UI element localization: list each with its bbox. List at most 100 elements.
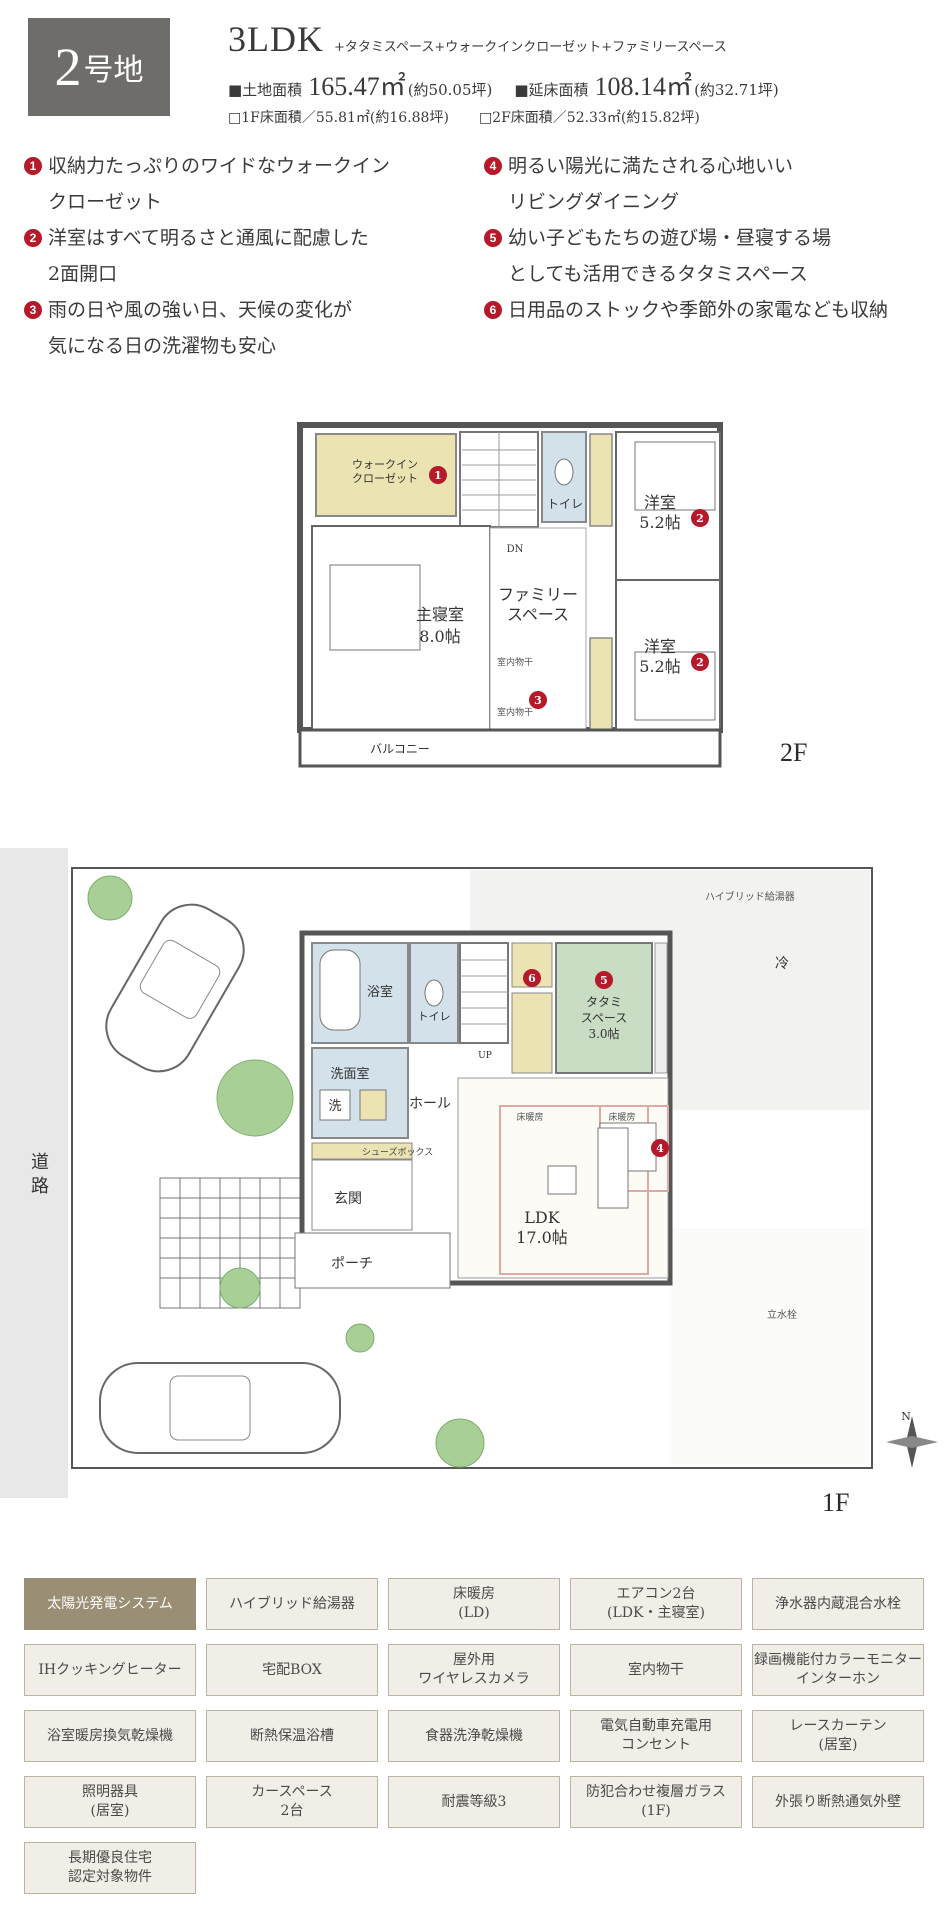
svg-text:トイレ: トイレ (418, 1010, 451, 1023)
equipment-item: ハイブリッド給湯器 (206, 1578, 378, 1630)
equipment-item: 浴室暖房換気乾燥機 (24, 1710, 196, 1762)
feature-text: 明るい陽光に満たされる心地いい (508, 155, 794, 177)
floor-label-1f: 1F (822, 1488, 850, 1517)
svg-text:ウォークイン: ウォークイン (352, 458, 418, 471)
floor-plan-2f: ウォークイン クローゼット 1 主寝室 8.0帖 トイレ DN ファミリー スペ… (290, 420, 830, 780)
lot-suffix: 号地 (83, 53, 144, 88)
feature-text-cont: としても活用できるタタミスペース (508, 263, 808, 285)
svg-text:バルコニー: バルコニー (370, 742, 430, 756)
feature-text-cont: リビングダイニング (508, 191, 680, 213)
feature-number-badge: 2 (24, 229, 42, 247)
svg-text:シューズボックス: シューズボックス (362, 1146, 433, 1158)
svg-text:洗: 洗 (328, 1099, 341, 1114)
svg-text:5: 5 (600, 974, 608, 987)
svg-text:N: N (901, 1410, 911, 1423)
floor-plan-1f: 道 路 (0, 848, 950, 1528)
svg-text:2: 2 (696, 656, 704, 669)
master-label: 主寝室 (416, 605, 464, 624)
feature-text-cont: 2面開口 (48, 263, 118, 285)
svg-text:UP: UP (478, 1051, 492, 1061)
plan-summary: 3LDK +タタミスペース+ウォークインクローゼット+ファミリースペース ■土地… (228, 18, 928, 127)
svg-text:室内物干: 室内物干 (497, 706, 533, 718)
equipment-item: 電気自動車充電用 コンセント (570, 1710, 742, 1762)
svg-text:LDK: LDK (524, 1208, 560, 1227)
feature-item: 5 幼い子どもたちの遊び場・昼寝する場としても活用できるタタミスペース (484, 220, 831, 292)
road (0, 848, 68, 1498)
feature-number-badge: 1 (24, 157, 42, 175)
feature-text: 雨の日や風の強い日、天候の変化が (48, 299, 353, 321)
svg-text:トイレ: トイレ (547, 497, 583, 511)
feature-item: 6 日用品のストックや季節外の家電なども収納 (484, 292, 888, 328)
feature-number-badge: 5 (484, 229, 502, 247)
svg-text:スペース: スペース (581, 1011, 628, 1025)
equipment-item: 宅配BOX (206, 1644, 378, 1696)
svg-text:3.0帖: 3.0帖 (588, 1026, 619, 1041)
equipment-item: 室内物干 (570, 1644, 742, 1696)
floor-plan-1f-drawing: 道 路 (0, 848, 938, 1498)
plan-extras: +タタミスペース+ウォークインクローゼット+ファミリースペース (334, 40, 727, 55)
equipment-item: カースペース 2台 (206, 1776, 378, 1828)
car-2 (99, 1362, 341, 1454)
svg-text:床暖房: 床暖房 (516, 1111, 543, 1123)
svg-text:4: 4 (656, 1142, 664, 1155)
svg-text:洗面室: 洗面室 (330, 1066, 369, 1082)
svg-text:スペース: スペース (507, 605, 569, 624)
svg-text:冷: 冷 (775, 956, 789, 972)
svg-text:3: 3 (534, 694, 542, 707)
svg-text:1: 1 (434, 469, 442, 482)
feature-text: 収納力たっぷりのワイドなウォークイン (48, 155, 391, 177)
lot-number-badge: 2 号地 (28, 18, 170, 116)
equipment-item: 防犯合わせ複層ガラス (1F) (570, 1776, 742, 1828)
svg-text:洋室: 洋室 (644, 493, 676, 512)
equipment-item: 外張り断熱通気外壁 (752, 1776, 924, 1828)
floor2-area: □2F床面積／52.33㎡(約15.82坪) (478, 110, 700, 126)
svg-text:立水栓: 立水栓 (767, 1308, 797, 1321)
floor-label-2f: 2F (780, 738, 808, 767)
svg-text:ハイブリッド給湯器: ハイブリッド給湯器 (705, 890, 795, 903)
lot-number: 2 (54, 37, 82, 97)
svg-text:浴室: 浴室 (367, 984, 393, 1000)
equipment-item: 食器洗浄乾燥機 (388, 1710, 560, 1762)
svg-text:ポーチ: ポーチ (331, 1256, 373, 1272)
equipment-item: 浄水器内蔵混合水栓 (752, 1578, 924, 1630)
equipment-item: 長期優良住宅 認定対象物件 (24, 1842, 196, 1894)
svg-text:ホール: ホール (409, 1096, 451, 1112)
feature-text: 幼い子どもたちの遊び場・昼寝する場 (508, 227, 832, 249)
feature-number-badge: 3 (24, 301, 42, 319)
svg-text:室内物干: 室内物干 (497, 656, 533, 668)
balcony (298, 728, 722, 768)
equipment-item: 照明器具 (居室) (24, 1776, 196, 1828)
equipment-item: 床暖房 (LD) (388, 1578, 560, 1630)
floor1-area: □1F床面積／55.81㎡(約16.88坪) (228, 110, 449, 126)
equipment-item: 太陽光発電システム (24, 1578, 196, 1630)
svg-text:5.2帖: 5.2帖 (639, 513, 680, 532)
svg-text:DN: DN (507, 544, 524, 555)
svg-text:ファミリー: ファミリー (498, 585, 578, 604)
north-compass-icon (886, 1416, 938, 1468)
equipment-item: レースカーテン (居室) (752, 1710, 924, 1762)
svg-text:クローゼット: クローゼット (352, 472, 418, 485)
svg-text:5.2帖: 5.2帖 (639, 657, 680, 676)
toilet-1f (409, 942, 459, 1044)
svg-text:床暖房: 床暖房 (608, 1111, 635, 1123)
equipment-item: 録画機能付カラーモニター インターホン (752, 1644, 924, 1696)
equipment-item: IHクッキングヒーター (24, 1644, 196, 1696)
svg-text:玄関: 玄関 (334, 1190, 362, 1207)
feature-item: 3 雨の日や風の強い日、天候の変化が気になる日の洗濯物も安心 (24, 292, 352, 364)
feature-number-badge: 6 (484, 301, 502, 319)
feature-text-cont: クローゼット (48, 191, 163, 213)
svg-text:2: 2 (696, 512, 704, 525)
feature-text-cont: 気になる日の洗濯物も安心 (48, 335, 277, 357)
svg-text:道: 道 (31, 1152, 49, 1173)
floor-plan-2f-drawing: ウォークイン クローゼット 1 主寝室 8.0帖 トイレ DN ファミリー スペ… (297, 422, 723, 768)
svg-text:6: 6 (528, 972, 536, 985)
svg-text:17.0帖: 17.0帖 (516, 1228, 568, 1247)
plan-type: 3LDK (228, 19, 324, 59)
feature-text: 日用品のストックや季節外の家電なども収納 (508, 299, 889, 321)
tatami-space (555, 942, 653, 1074)
equipment-item: 断熱保温浴槽 (206, 1710, 378, 1762)
